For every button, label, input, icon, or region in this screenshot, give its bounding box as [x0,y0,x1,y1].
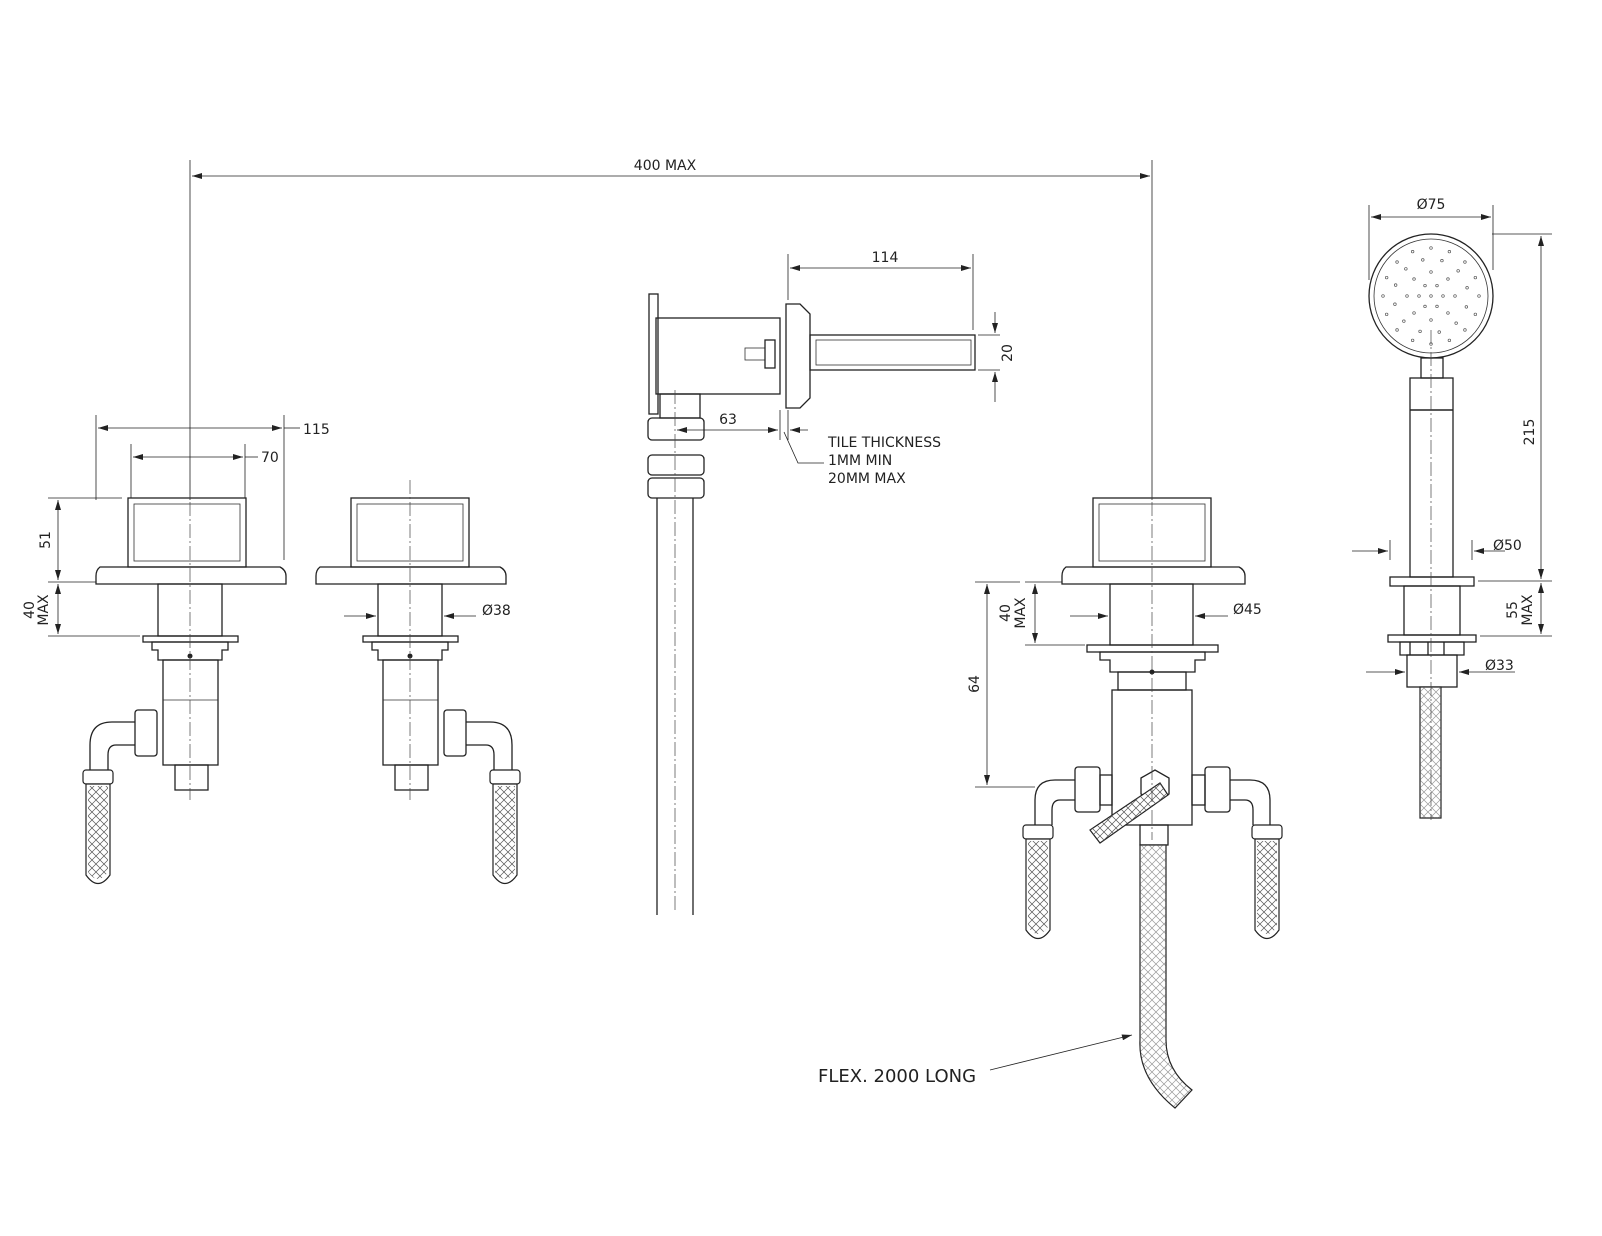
dim-label: 20 [1000,344,1016,362]
spray-nozzle-dot [1435,283,1439,288]
right-tap-handle: Ø38 [315,480,521,885]
spray-nozzle-dot [1447,338,1452,342]
hand-shower [1368,233,1494,820]
spray-nozzle-dot [1405,294,1409,298]
dim-label: 215 [1522,419,1538,446]
spray-nozzle-dot [1463,328,1467,332]
spray-nozzle-dot [1429,246,1433,250]
dim-label: Ø38 [482,603,511,619]
spray-nozzle-dot [1412,311,1416,315]
spray-nozzle-dot [1441,294,1445,298]
flex-hose-note: FLEX. 2000 LONG [818,1066,976,1087]
spray-nozzle-dot [1429,318,1433,322]
spray-nozzle-dot [1423,304,1427,309]
dim-label: Ø45 [1233,602,1262,618]
left-tap-handle [82,480,287,885]
spray-nozzle-dot [1385,275,1389,280]
spray-nozzle-dot [1402,319,1406,323]
dim-label: 64 [967,675,983,693]
dim-label: 114 [872,250,899,266]
spray-nozzle-dot [1454,321,1458,325]
spray-nozzle-dot [1381,294,1385,298]
spray-nozzle-dot [1465,286,1469,290]
dim-label: 51 [38,531,54,549]
dim-label: 40 [998,604,1014,622]
dim-label: MAX [36,594,52,626]
spray-nozzle-dot [1429,294,1433,298]
spray-nozzle-dot [1464,305,1468,309]
tile-note-line: 1MM MIN [828,453,892,469]
spray-nozzle-dot [1393,302,1397,306]
spray-nozzle-dot [1394,283,1398,287]
dimension-overall-width: 400 MAX [189,158,1153,500]
dim-label: MAX [1013,597,1029,629]
wall-spout [647,293,976,915]
dim-label: MAX [1520,594,1536,626]
spray-nozzle-dot [1404,267,1408,271]
spray-nozzle-dot [1395,260,1399,264]
dim-label: Ø75 [1417,197,1446,213]
spray-nozzle-dot [1385,312,1389,317]
dim-label: 70 [261,450,279,466]
dim-label: Ø33 [1485,658,1514,674]
spray-nozzle-dot [1429,270,1433,274]
diverter-handle [1022,480,1283,1109]
spray-nozzle-dot [1421,258,1425,262]
spray-nozzle-dot [1417,294,1421,298]
dimension-spout: 114 20 63 TILE THICKNESS 1MM MIN 20MM MA… [677,250,1016,487]
dim-label: 63 [719,412,737,428]
spray-nozzle-dot [1446,311,1450,315]
dim-label: 115 [303,422,330,438]
dimension-handle-width: 115 70 [95,415,330,560]
spray-nozzle-dot [1447,250,1452,254]
spray-nozzle-dot [1453,294,1457,298]
spray-nozzle-dot [1473,275,1477,280]
spray-nozzle-dot [1463,260,1467,264]
spray-nozzle-dot [1423,283,1427,288]
spray-nozzle-dot [1395,328,1399,332]
spray-nozzle-dot [1473,312,1477,317]
dim-label: 400 MAX [634,158,697,174]
dimension-diverter: Ø45 40 MAX 64 FLEX. 2000 LONG [818,581,1262,1087]
spray-nozzle-dot [1477,294,1481,298]
dimension-handle-height: 51 40 MAX [22,497,140,637]
dimension-shower: Ø75 215 Ø50 55 MAX Ø33 [1352,197,1552,675]
spray-nozzle-dot [1410,338,1415,342]
spray-nozzle-dot [1456,269,1460,273]
spray-nozzle-dot [1437,330,1441,334]
spray-nozzle-dot [1440,259,1444,263]
dim-label: Ø50 [1493,538,1522,554]
dim-label: 55 [1505,601,1521,619]
tile-note-line: 20MM MAX [828,471,906,487]
spray-nozzle-dot [1435,304,1439,309]
spray-nozzle-dot [1418,329,1422,333]
spray-nozzle-dot [1412,277,1416,281]
dim-label: 40 [22,601,38,619]
spray-nozzle-dot [1446,277,1450,281]
tile-note-line: TILE THICKNESS [827,435,941,451]
spray-nozzle-dot [1410,250,1415,254]
